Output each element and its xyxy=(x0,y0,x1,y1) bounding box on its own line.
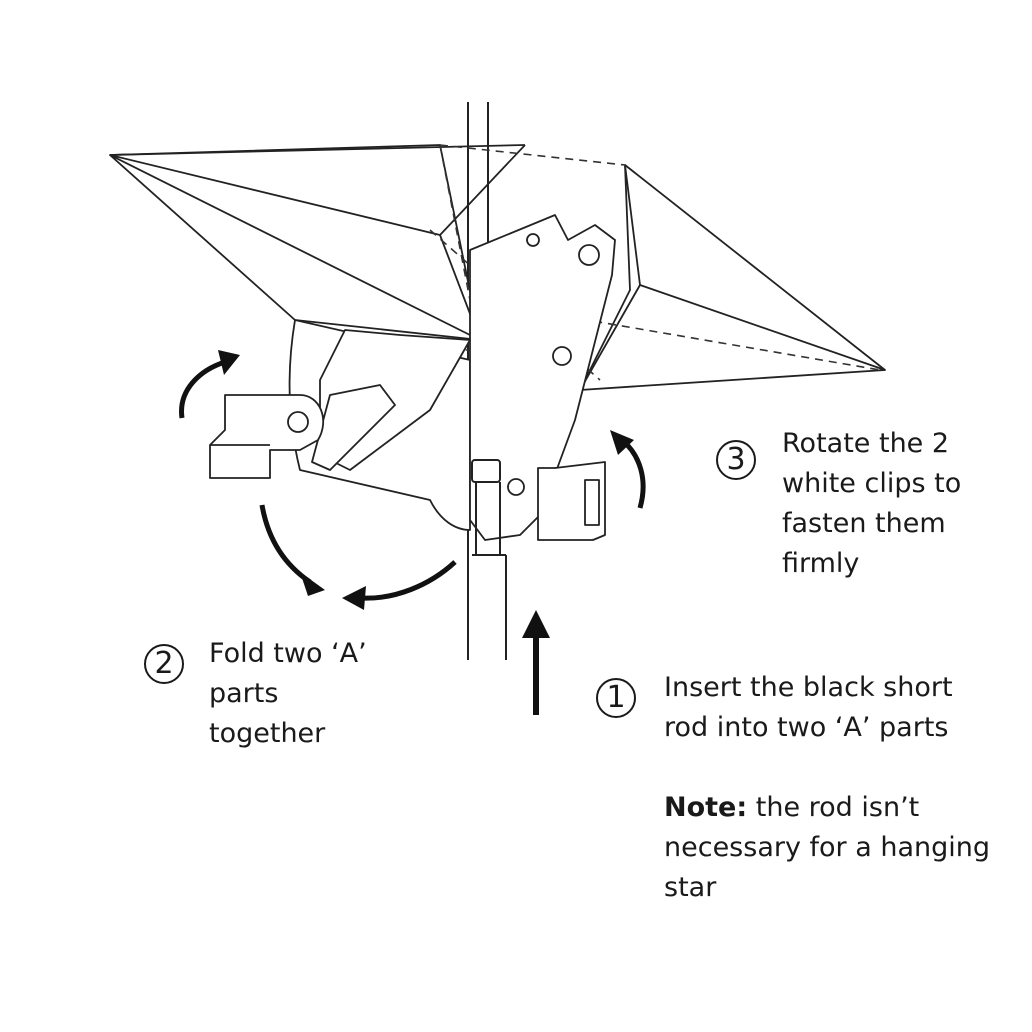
a-part-left xyxy=(311,329,471,471)
step-2-line: parts xyxy=(209,678,279,709)
white-clip-left xyxy=(209,394,325,479)
step-1-line: rod into two ‘A’ parts xyxy=(664,712,949,743)
note-line: necessary for a hanging xyxy=(664,832,991,863)
note-line: the rod isn’t xyxy=(747,792,920,823)
arrow-rotate-left-clip xyxy=(179,350,240,419)
note: Note: the rod isn’t necessary for a hang… xyxy=(664,788,990,908)
star-point-right xyxy=(579,164,886,391)
black-short-rod xyxy=(471,459,506,556)
step-3-line: fasten them xyxy=(782,508,946,539)
step-3-line: firmly xyxy=(782,548,860,579)
arrow-fold-left xyxy=(259,504,325,596)
star-point-left xyxy=(109,144,526,341)
white-clip-right xyxy=(537,461,606,541)
step-2-line: together xyxy=(209,718,326,749)
step-1-line: Insert the black short xyxy=(664,672,953,703)
note-label: Note: xyxy=(664,792,748,823)
note-line: star xyxy=(664,872,717,903)
step-3-number: 3 xyxy=(716,440,756,480)
arrow-rotate-right-clip xyxy=(610,430,646,509)
step-1-number: 1 xyxy=(596,678,636,718)
arrow-insert-up xyxy=(522,610,550,715)
step-3-line: Rotate the 2 xyxy=(782,428,950,459)
step-3-line: white clips to xyxy=(782,468,962,499)
step-2-line: Fold two ‘A’ xyxy=(209,638,367,669)
step-2-number: 2 xyxy=(144,644,184,684)
a-part-right xyxy=(469,214,616,541)
arrow-fold-right xyxy=(342,560,457,610)
